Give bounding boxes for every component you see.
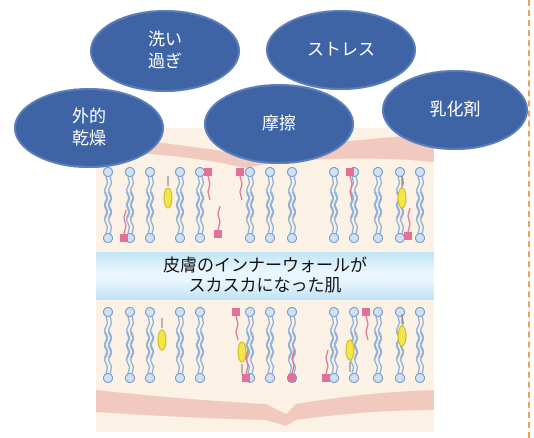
lipid-molecule bbox=[415, 307, 425, 359]
lipid-molecule bbox=[125, 307, 135, 359]
stress-label: ストレス bbox=[307, 40, 375, 60]
inner-wall-caption: 皮膚のインナーウォールが スカスカになった肌 bbox=[96, 256, 434, 296]
lipid-molecule bbox=[245, 307, 255, 359]
lipid-molecule bbox=[415, 331, 425, 383]
factor-external-dryness: 外的 乾燥 bbox=[14, 88, 164, 168]
lipid-molecule bbox=[175, 331, 185, 383]
lower-lipid-row bbox=[103, 307, 425, 383]
lipid-molecule bbox=[145, 191, 155, 243]
bottom-membrane bbox=[96, 390, 434, 426]
caption-line-2: スカスカになった肌 bbox=[188, 276, 342, 296]
lipid-molecule bbox=[265, 331, 275, 383]
yellow-molecule bbox=[163, 176, 173, 209]
lipid-molecule bbox=[373, 191, 383, 243]
lipid-molecule bbox=[125, 331, 135, 383]
external-dryness-line-2: 乾燥 bbox=[72, 129, 106, 149]
lipid-molecule bbox=[329, 167, 339, 219]
lipid-molecule bbox=[195, 167, 205, 219]
lipid-molecule bbox=[373, 167, 383, 219]
pink-molecule bbox=[204, 168, 212, 201]
lipid-molecule bbox=[329, 191, 339, 243]
lipid-molecule bbox=[287, 191, 297, 243]
pink-molecule bbox=[362, 308, 370, 341]
caption-line-1: 皮膚のインナーウォールが bbox=[163, 256, 367, 276]
lipid-molecule bbox=[103, 191, 113, 243]
pink-molecule bbox=[322, 349, 330, 382]
lipid-molecule bbox=[125, 167, 135, 219]
inner-wall-band bbox=[96, 252, 434, 300]
lipid-molecule bbox=[415, 167, 425, 219]
lipid-molecule bbox=[195, 331, 205, 383]
pink-molecule bbox=[236, 168, 244, 201]
lipid-molecule bbox=[265, 167, 275, 219]
lipid-molecule bbox=[329, 307, 339, 359]
factor-friction: 摩擦 bbox=[204, 84, 354, 164]
lipid-molecule bbox=[287, 307, 297, 359]
overwash-line-2: 過ぎ bbox=[148, 52, 182, 72]
lipid-molecule bbox=[175, 167, 185, 219]
factor-stress: ストレス bbox=[266, 10, 416, 90]
lipid-molecule bbox=[265, 191, 275, 243]
lipid-molecule bbox=[145, 307, 155, 359]
factor-emulsifier: 乳化剤 bbox=[382, 70, 528, 150]
lipid-molecule bbox=[103, 307, 113, 359]
lipid-molecule bbox=[373, 307, 383, 359]
emulsifier-label: 乳化剤 bbox=[429, 100, 481, 120]
yellow-molecule bbox=[397, 176, 407, 209]
lipid-molecule bbox=[175, 307, 185, 359]
pink-molecule bbox=[346, 168, 354, 201]
lipid-molecule bbox=[245, 167, 255, 219]
yellow-molecule bbox=[345, 339, 355, 372]
lipid-molecule bbox=[329, 331, 339, 383]
pink-molecule bbox=[232, 308, 240, 341]
lipid-molecule bbox=[373, 331, 383, 383]
yellow-molecule bbox=[157, 318, 167, 351]
lipid-molecule bbox=[175, 191, 185, 243]
lipid-molecule bbox=[103, 331, 113, 383]
lipid-molecule bbox=[145, 331, 155, 383]
pink-molecule bbox=[404, 207, 412, 240]
pink-molecule bbox=[214, 205, 222, 238]
lipid-molecule bbox=[103, 167, 113, 219]
lipid-molecule bbox=[195, 307, 205, 359]
lipid-molecule bbox=[195, 191, 205, 243]
upper-lipid-row bbox=[103, 167, 425, 243]
lipid-molecule bbox=[415, 191, 425, 243]
pink-molecule bbox=[288, 349, 296, 382]
pink-molecule bbox=[242, 349, 250, 382]
lipid-molecule bbox=[349, 191, 359, 243]
lipid-molecule bbox=[287, 167, 297, 219]
yellow-molecule bbox=[397, 314, 407, 347]
factor-overwash: 洗い 過ぎ bbox=[90, 10, 240, 92]
external-dryness-line-1: 外的 bbox=[72, 107, 106, 127]
lipid-molecule bbox=[265, 307, 275, 359]
overwash-line-1: 洗い bbox=[148, 30, 182, 50]
lipid-molecule bbox=[245, 191, 255, 243]
lipid-layer-illustration bbox=[96, 134, 434, 426]
yellow-molecule bbox=[237, 341, 247, 374]
dashed-border bbox=[528, 0, 530, 438]
skin-cross-section: 皮膚のインナーウォールが スカスカになった肌 bbox=[96, 128, 434, 432]
friction-label: 摩擦 bbox=[262, 114, 296, 134]
lipid-molecule bbox=[145, 167, 155, 219]
pink-molecule bbox=[120, 209, 128, 242]
